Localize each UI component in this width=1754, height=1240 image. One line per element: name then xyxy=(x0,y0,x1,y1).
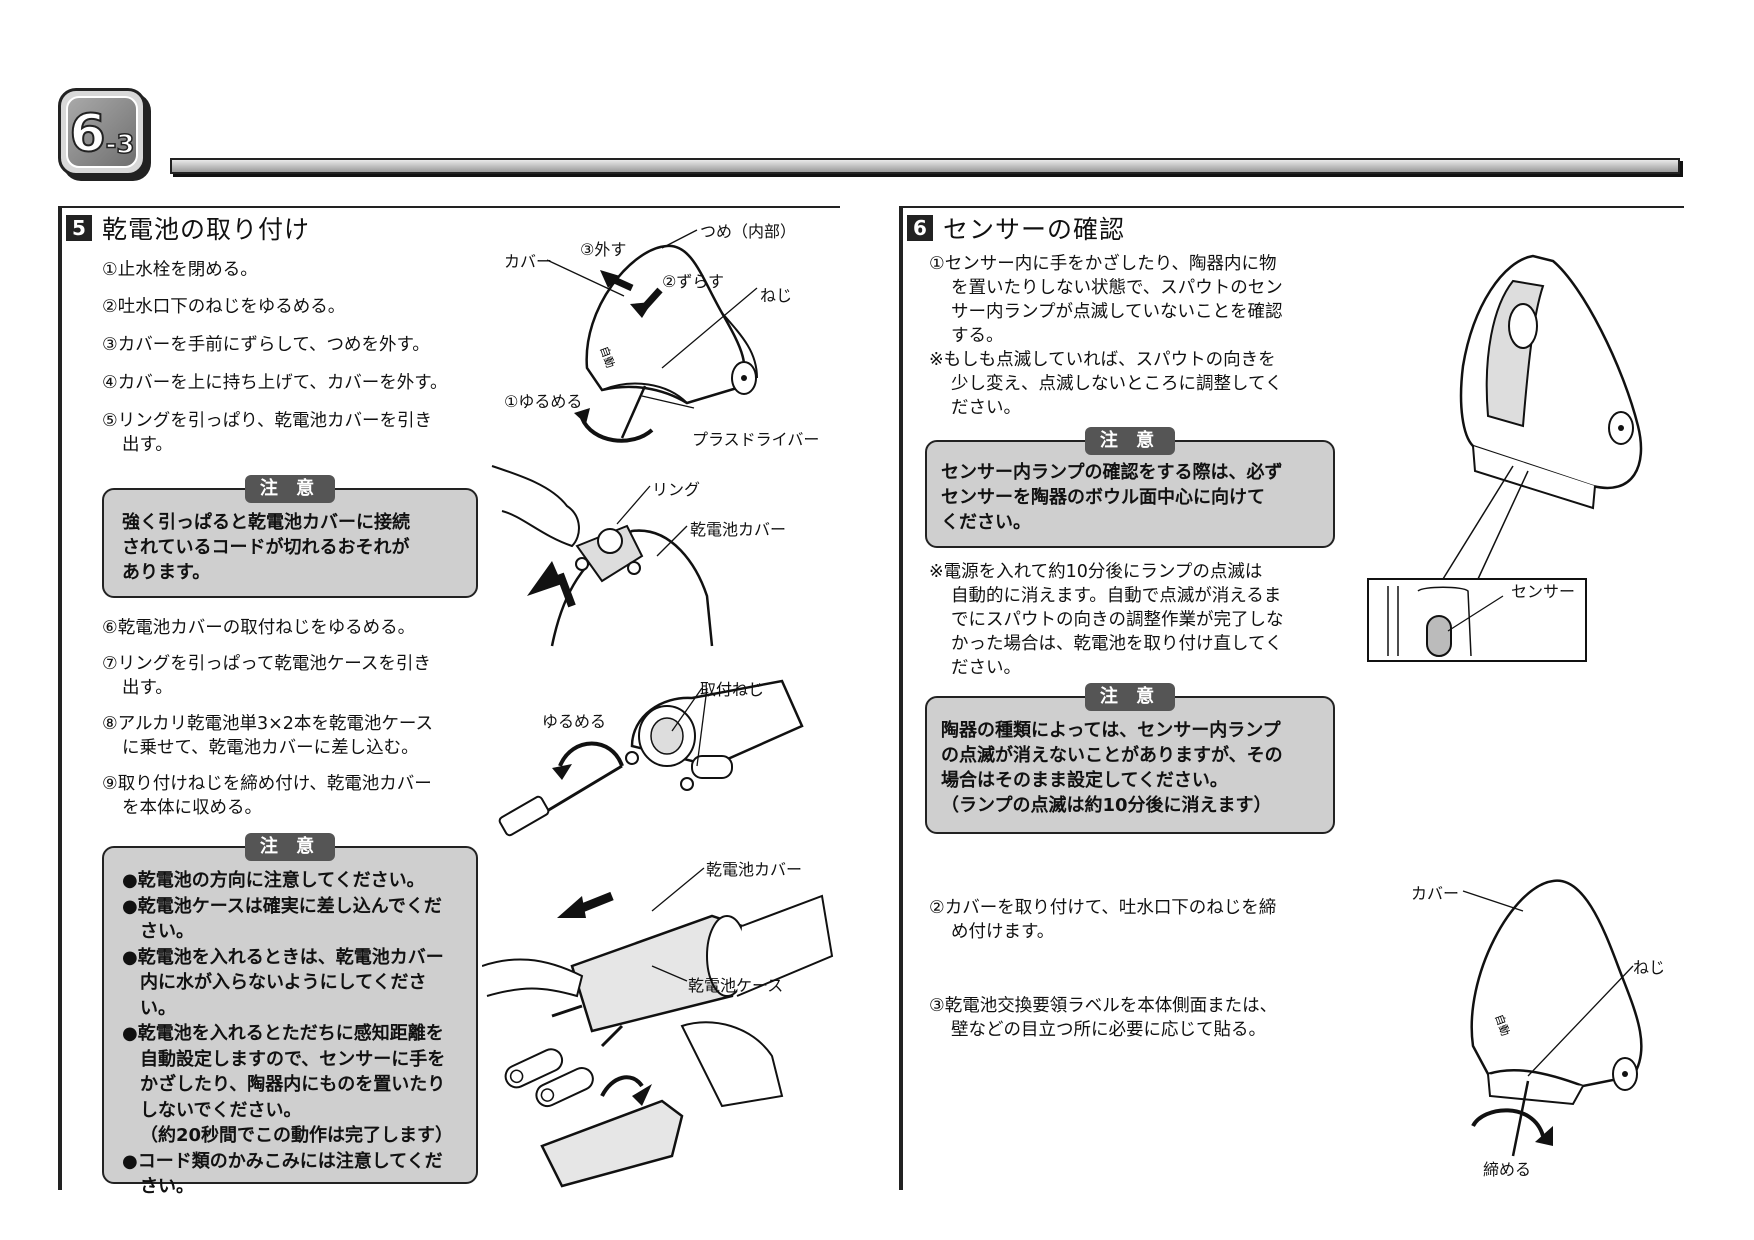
caution-label: 注 意 xyxy=(1085,683,1175,711)
step-6-3: ③乾電池交換要領ラベルを本体側面または、 壁などの目立つ所に必要に応じて貼る。 xyxy=(929,996,1278,1040)
label-tighten: 締める xyxy=(1483,1160,1532,1179)
step-2: ②吐水口下のねじをゆるめる。 xyxy=(102,297,346,317)
step-4: ④カバーを上に持ち上げて、カバーを外す。 xyxy=(102,373,448,393)
cover-removal-illustration: 自動 xyxy=(546,229,758,443)
label-screw-2: ねじ xyxy=(1633,958,1666,977)
label-sensor: センサー xyxy=(1511,582,1576,601)
figure-cover-tighten: 自動 カバー ねじ 締める xyxy=(1363,846,1683,1190)
label-battery-cover-2: 乾電池カバー xyxy=(706,860,803,879)
figure-pull-ring: リング 乾電池カバー xyxy=(482,456,844,656)
label-cover-2: カバー xyxy=(1411,884,1460,903)
note-6-1: ※もしも点滅していれば、スパウトの向きを 少し変え、点滅しないところに調整してく… xyxy=(929,350,1283,418)
header-rule xyxy=(170,158,1680,174)
pull-ring-illustration xyxy=(491,465,714,647)
label-ring: リング xyxy=(652,480,701,499)
caution-box-6-1: 注 意 センサー内ランプの確認をする際は、必ず センサーを陶器のボウル面中心に向… xyxy=(925,427,1335,548)
label-loosen: ①ゆるめる xyxy=(504,392,583,411)
label-screw: ねじ xyxy=(760,286,793,305)
section-5: 5 乾電池の取り付け ①止水栓を閉める。 ②吐水口下のねじをゆるめる。 ③カバー… xyxy=(58,206,840,1197)
section-5-number: 5 xyxy=(66,215,92,241)
label-slide: ②ずらす xyxy=(662,272,725,291)
battery-case-illustration xyxy=(481,867,834,1188)
figure-battery-case: 乾電池カバー 乾電池ケース xyxy=(481,856,844,1190)
badge-subnumber: -3 xyxy=(105,130,135,160)
step-1: ①止水栓を閉める。 xyxy=(102,260,258,280)
loosen-screw-illustration xyxy=(498,679,804,837)
step-5: ⑤リングを引っぱり、乾電池カバーを引き出す。 xyxy=(102,411,432,455)
sensor-illustration xyxy=(1367,254,1643,662)
figure-sensor: センサー xyxy=(1363,246,1683,666)
note-6-2: ※電源を入れて約10分後にランプの点滅は 自動的に消えます。自動で点滅が消えるま… xyxy=(929,562,1284,678)
caution-label: 注 意 xyxy=(245,475,335,503)
section-6: 6 センサーの確認 ①センサー内に手をかざしたり、陶器内に物 を置いたりしない状… xyxy=(899,206,1684,1190)
section-6-title: センサーの確認 xyxy=(943,215,1126,244)
figure-loosen-screw: 取付ねじ ゆるめる xyxy=(482,676,844,846)
section-6-number: 6 xyxy=(907,215,933,241)
caution-box-2: 注 意 ●乾電池の方向に注意してください。 ●乾電池ケースは確実に差し込んでくだ… xyxy=(102,833,478,1197)
label-mounting-screw: 取付ねじ xyxy=(700,680,765,699)
step-3: ③カバーを手前にずらして、つめを外す。 xyxy=(102,335,430,355)
cover-tighten-illustration: 自動 xyxy=(1462,879,1643,1157)
badge-number: 6 xyxy=(68,104,106,164)
section-5-heading: 5 乾電池の取り付け xyxy=(62,206,840,244)
label-screwdriver: プラスドライバー xyxy=(692,430,820,449)
label-loosen-screw: ゆるめる xyxy=(542,712,607,731)
caution-label: 注 意 xyxy=(1085,427,1175,455)
step-8: ⑧アルカリ乾電池単3×2本を乾電池ケースに乗せて、乾電池カバーに差し込む。 xyxy=(102,714,434,758)
step-6: ⑥乾電池カバーの取付ねじをゆるめる。 xyxy=(102,618,416,638)
step-9: ⑨取り付けねじを締め付け、乾電池カバーを本体に収める。 xyxy=(102,774,432,818)
label-battery-cover: 乾電池カバー xyxy=(690,520,787,539)
caution-box-6-2: 注 意 陶器の種類によっては、センサー内ランプ の点滅が消えないことがありますが… xyxy=(925,683,1335,834)
label-claw: つめ（内部） xyxy=(700,222,797,241)
label-battery-case: 乾電池ケース xyxy=(688,976,784,995)
caution-box-1: 注 意 強く引っぱると乾電池カバーに接続 されているコードが切れるおそれが あり… xyxy=(102,475,478,598)
section-5-title: 乾電池の取り付け xyxy=(102,215,311,244)
step-6-2: ②カバーを取り付けて、吐水口下のねじを締 め付けます。 xyxy=(929,898,1277,942)
label-remove: ③外す xyxy=(580,240,627,259)
section-6-heading: 6 センサーの確認 xyxy=(903,206,1684,244)
label-cover: カバー xyxy=(504,252,553,271)
step-7: ⑦リングを引っぱって乾電池ケースを引き出す。 xyxy=(102,654,431,698)
figure-cover-removal: 自動 つめ（内部） ③外す ②ずらす カバー ねじ ①ゆるめる プラスドライバー xyxy=(482,218,844,449)
caution-label: 注 意 xyxy=(245,833,335,861)
section-badge: 6 -3 xyxy=(58,88,146,176)
step-6-1: ①センサー内に手をかざしたり、陶器内に物 を置いたりしない状態で、スパウトのセン… xyxy=(929,254,1283,346)
